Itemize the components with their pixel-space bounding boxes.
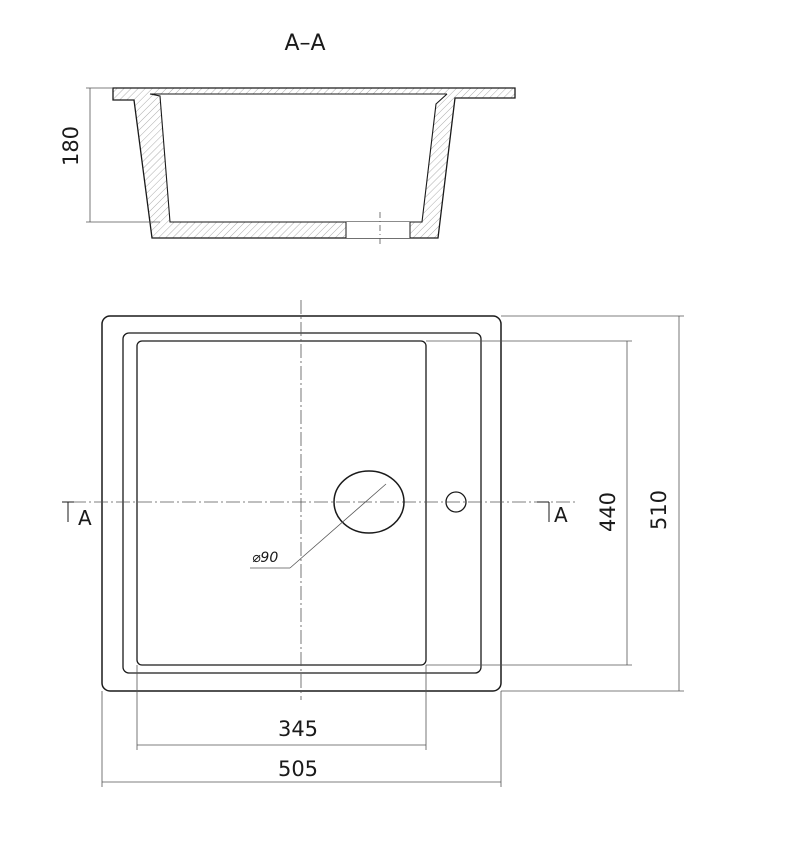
plan-bowl-outline xyxy=(136,340,427,666)
section-drain-gap xyxy=(346,222,410,238)
plan-rim-outline xyxy=(122,332,482,674)
section-inner-outline xyxy=(149,93,448,223)
section-marker-left: A xyxy=(62,501,92,530)
inner-height-label: 440 xyxy=(596,492,620,532)
section-marker-right: A xyxy=(537,501,568,527)
drain-leader-line xyxy=(289,483,387,569)
section-view: A–A 180 xyxy=(59,31,516,244)
drain-hole xyxy=(333,470,405,534)
plan-view: ⌀90 A A 345 505 440 510 xyxy=(62,300,684,787)
section-marker-right-label: A xyxy=(554,503,568,527)
section-wall xyxy=(113,88,515,238)
drain-diameter-label: ⌀90 xyxy=(252,550,278,566)
outer-width-label: 505 xyxy=(278,757,318,781)
section-marker-left-label: A xyxy=(78,506,92,530)
section-outer-outline xyxy=(112,87,516,239)
plan-outer-outline xyxy=(101,315,502,692)
overflow-hole xyxy=(445,491,467,513)
section-height-label: 180 xyxy=(59,126,83,166)
section-title: A–A xyxy=(284,31,325,56)
outer-height-label: 510 xyxy=(647,490,671,530)
inner-width-label: 345 xyxy=(278,717,318,741)
